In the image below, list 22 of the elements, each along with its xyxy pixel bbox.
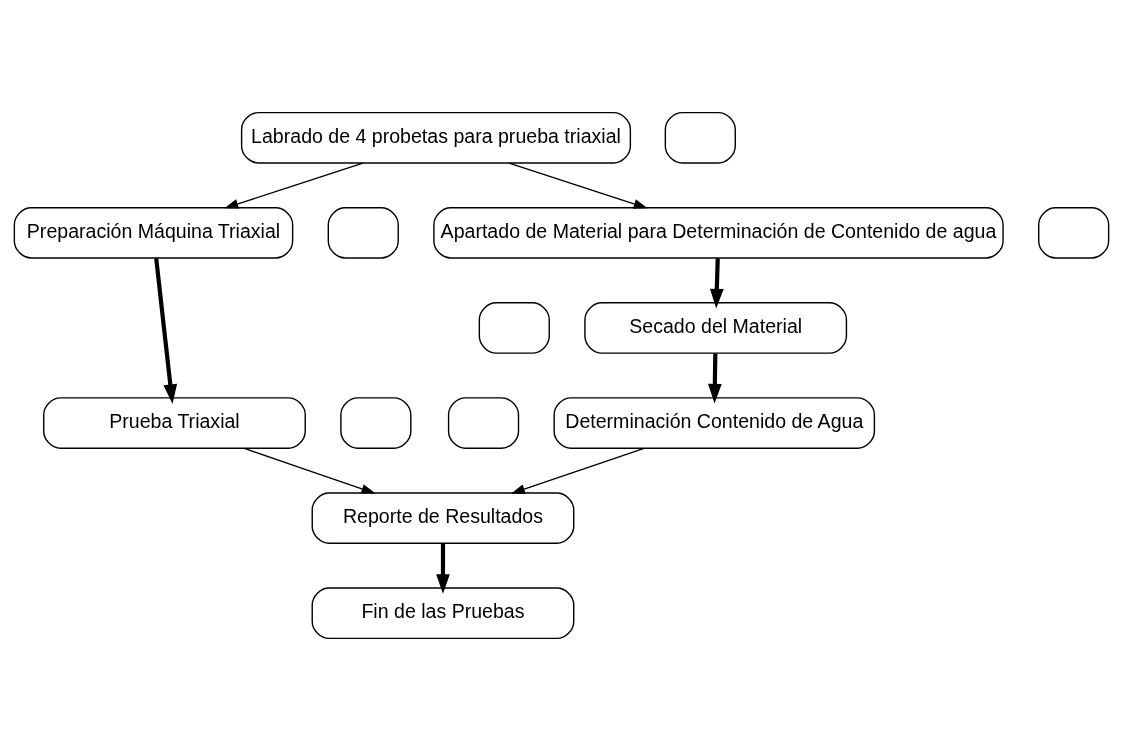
arrow (154, 257, 178, 404)
node-box (327, 206, 399, 259)
node-box (664, 111, 736, 164)
node-box (1038, 206, 1110, 259)
arrow (508, 161, 648, 209)
arrow (224, 161, 364, 209)
arrow (709, 257, 724, 308)
node-box (447, 396, 520, 449)
node-box (478, 301, 550, 354)
arrow (436, 543, 450, 594)
node-box (340, 396, 412, 449)
node-box: Apartado de Material para Determinación de Contenido de agua (433, 206, 1004, 259)
node-box: Secado del Material (584, 301, 848, 354)
node-box: Fin de las Pruebas (311, 586, 575, 639)
node-box: Determinación Contenido de Agua (553, 396, 876, 449)
node-box: Preparación Máquina Triaxial (13, 206, 294, 259)
arrow (708, 353, 722, 404)
node-box: Labrado de 4 probetas para prueba triaxial (240, 111, 632, 164)
node-box: Prueba Triaxial (43, 396, 306, 449)
node-box: Reporte de Resultados (311, 491, 575, 544)
arrow (243, 447, 376, 494)
arrow (510, 447, 645, 494)
